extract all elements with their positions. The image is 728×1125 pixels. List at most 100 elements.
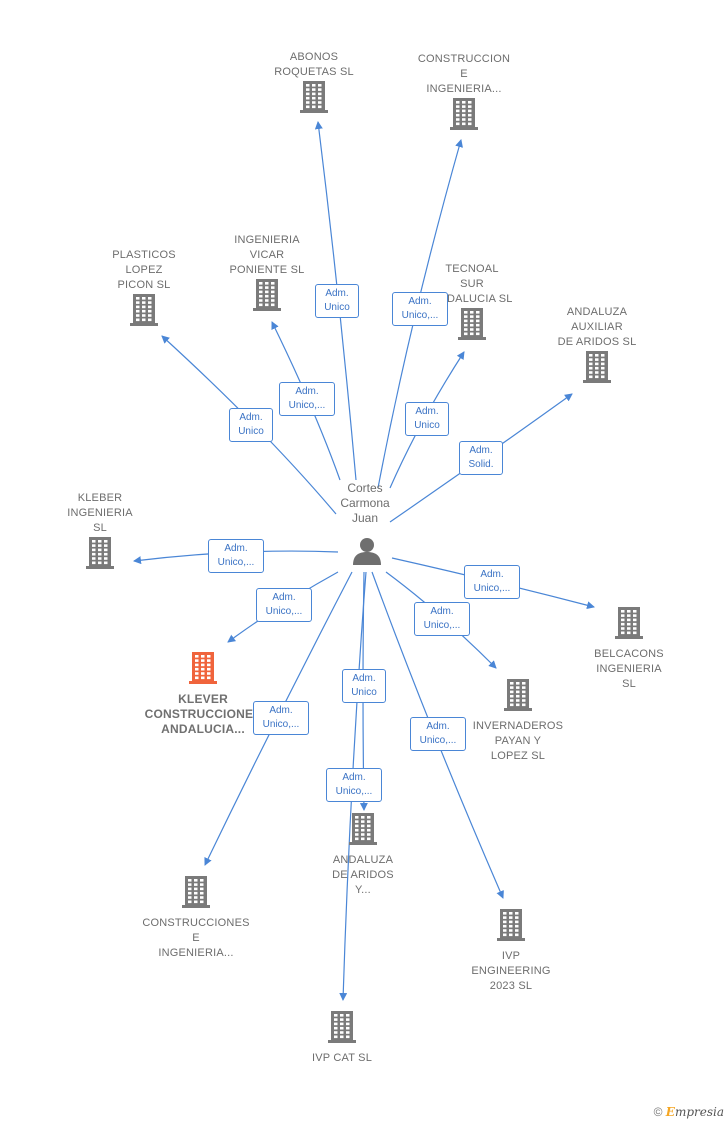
company-label-line: ABONOS — [289, 51, 339, 63]
person-icon[interactable] — [351, 536, 383, 571]
role-box-andaluza-aridos[interactable]: Adm.Unico — [342, 669, 386, 703]
company-label-line: ANDALUZA — [332, 854, 394, 866]
company-label-line: IVP — [501, 950, 521, 962]
role-box-construcciones-bottom[interactable]: Adm. Unico,... — [253, 701, 309, 735]
company-label: IVP ENGINEERING 2023 SL — [446, 949, 576, 994]
person-name: Cortes Carmona Juan — [325, 481, 405, 526]
company-node-ivp-engineering[interactable]: IVP ENGINEERING 2023 SL — [446, 908, 576, 994]
role-line: Adm. — [295, 386, 319, 397]
company-label-line: ANDALUCIA SL — [431, 293, 513, 305]
role-box-invernaderos[interactable]: Adm. Unico,... — [414, 602, 470, 636]
role-box-ingenieria-vicar[interactable]: Adm. Unico,... — [279, 382, 335, 416]
company-label-line: INGENIERIA... — [158, 947, 234, 959]
role-line: Unico — [324, 302, 350, 313]
company-label-line: INGENIERIA — [234, 234, 300, 246]
company-label-line: 2023 SL — [489, 980, 533, 992]
role-box-ivp-engineering[interactable]: Adm.Unico,... — [410, 717, 466, 751]
company-node-andaluza-auxiliar[interactable]: ANDALUZA AUXILIAR DE ARIDOS SL — [532, 305, 662, 389]
company-label-line: SL — [622, 678, 636, 690]
company-label-line: INGENIERIA... — [426, 83, 502, 95]
building-icon — [582, 350, 612, 389]
company-label-line: AUXILIAR — [571, 321, 623, 333]
company-node-ivp-cat[interactable]: IVP CAT SL — [277, 1010, 407, 1066]
role-box-tecnoal[interactable]: Adm.Unico — [405, 402, 449, 436]
company-label-line: INGENIERIA — [596, 663, 662, 675]
building-icon — [348, 812, 378, 851]
role-box-klever[interactable]: Adm. Unico,... — [256, 588, 312, 622]
role-line: Adm. — [430, 606, 454, 617]
role-line: Adm. — [325, 288, 349, 299]
role-box-plasticos[interactable]: Adm.Unico — [229, 408, 273, 442]
company-label-line: CONSTRUCCION — [417, 53, 511, 65]
building-icon — [449, 97, 479, 136]
company-label-line: LOPEZ — [125, 264, 163, 276]
brand-logo[interactable]: Empresia — [666, 1105, 724, 1119]
company-node-construcciones-bottom[interactable]: CONSTRUCCIONES E INGENIERIA... — [131, 875, 261, 961]
company-label-line: INVERNADEROS — [472, 720, 564, 732]
footer-brand: © Empresia — [654, 1105, 724, 1119]
building-icon — [188, 651, 218, 690]
role-line: Adm. — [408, 296, 432, 307]
role-line: Adm. — [342, 772, 366, 783]
company-node-construccion-ing-top[interactable]: CONSTRUCCION E INGENIERIA... — [399, 52, 529, 136]
company-label-line: CONSTRUCCIONES — [142, 917, 250, 929]
company-label-line: VICAR — [249, 249, 285, 261]
role-line: Unico — [238, 426, 264, 437]
role-box-kleber[interactable]: Adm.Unico,... — [208, 539, 264, 573]
person-name-line: Carmona — [340, 496, 390, 510]
role-line: Adm. — [426, 721, 450, 732]
role-line: Unico,... — [288, 400, 326, 411]
brand-rest: mpresia — [674, 1105, 724, 1119]
company-label-line: DE ARIDOS SL — [557, 336, 637, 348]
role-line: Unico — [414, 420, 440, 431]
company-label-line: ANDALUZA — [566, 306, 628, 318]
role-line: Unico,... — [217, 557, 255, 568]
company-label-line: BELCACONS — [594, 648, 664, 660]
company-label-line: Y... — [355, 884, 371, 896]
person-name-line: Juan — [351, 511, 379, 525]
person-name-line: Cortes — [347, 481, 383, 495]
role-box-andaluza-auxiliar[interactable]: Adm. Solid. — [459, 441, 503, 475]
company-label-line: E — [460, 68, 468, 80]
brand-initial: E — [665, 1105, 675, 1119]
role-line: Unico,... — [335, 786, 373, 797]
role-line: Unico,... — [265, 606, 303, 617]
company-label-line: KLEBER — [77, 492, 123, 504]
company-label-line: PAYAN Y — [494, 735, 542, 747]
role-line: Adm. — [272, 592, 296, 603]
role-line: Adm. — [469, 445, 493, 456]
role-line: Unico,... — [262, 719, 300, 730]
company-label-line: E — [192, 932, 200, 944]
role-box-ivp-cat[interactable]: Adm. Unico,... — [326, 768, 382, 802]
role-box-abonos[interactable]: Adm. Unico — [315, 284, 359, 318]
building-icon — [181, 875, 211, 914]
building-icon — [252, 278, 282, 317]
company-label-line: PICON SL — [117, 279, 171, 291]
company-node-belcacons[interactable]: BELCACONS INGENIERIA SL — [564, 606, 694, 692]
company-label: IVP CAT SL — [277, 1051, 407, 1066]
role-line: Adm. — [269, 705, 293, 716]
role-line: Unico,... — [423, 620, 461, 631]
company-label-line: ANDALUCIA... — [161, 722, 245, 736]
company-label-line: ENGINEERING — [471, 965, 551, 977]
company-label-line: KLEVER — [178, 692, 228, 706]
role-box-belcacons[interactable]: Adm.Unico,... — [464, 565, 520, 599]
role-line: Solid. — [468, 459, 494, 470]
role-box-construccion-ing-top[interactable]: Adm.Unico,... — [392, 292, 448, 326]
building-icon — [503, 678, 533, 717]
role-line: Adm. — [352, 673, 376, 684]
